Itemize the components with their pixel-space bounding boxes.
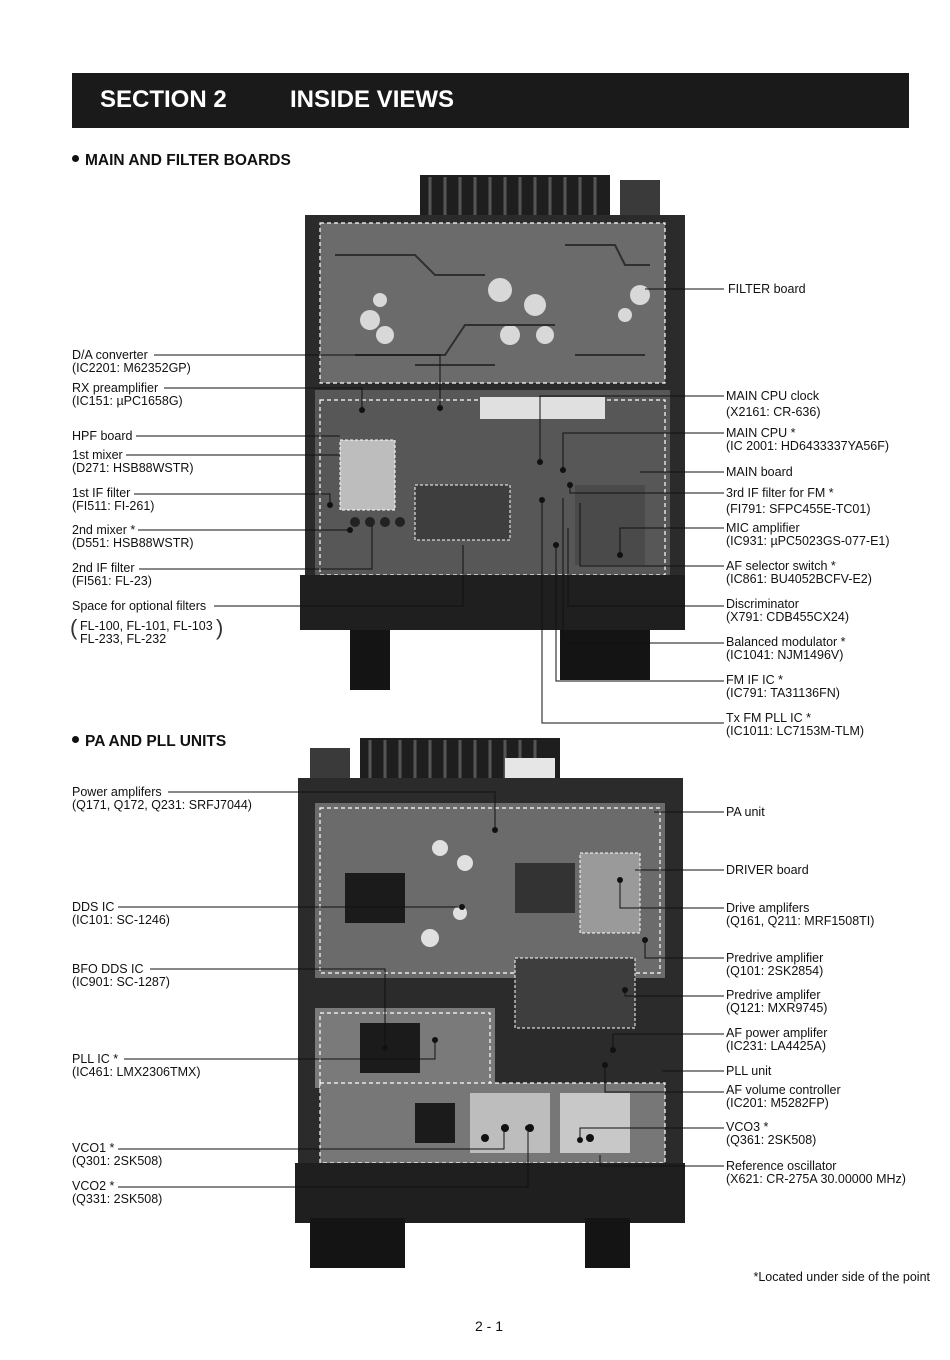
hpf-board-label: HPF board: [72, 429, 133, 443]
second-mixer-label: 2nd mixer *(D551: HSB88WSTR): [72, 523, 194, 550]
section-title: INSIDE VIEWS: [290, 86, 455, 113]
discriminator-label: Discriminator(X791: CDB455CX24): [726, 597, 849, 624]
drive-amplifiers-label: Drive amplifers(Q161, Q211: MRF1508TI): [726, 901, 875, 928]
page-number: 2 - 1: [475, 1318, 504, 1334]
main-filter-heading: MAIN AND FILTER BOARDS: [72, 152, 291, 170]
balanced-modulator-label: Balanced modulator *(IC1041: NJM1496V): [726, 635, 846, 662]
power-amplifiers-label: Power amplifers(Q171, Q172, Q231: SRFJ70…: [72, 785, 252, 812]
first-mixer-label: 1st mixer(D271: HSB88WSTR): [72, 448, 194, 475]
third-if-filter-label: 3rd IF filter for FM *(FI791: SFPC455E-T…: [726, 486, 871, 516]
reference-osc-label: Reference oscillator(X621: CR-275A 30.00…: [726, 1159, 906, 1186]
da-converter-label: D/A converter(IC2201: M62352GP): [72, 348, 191, 375]
main-cpu-label: MAIN CPU *(IC 2001: HD6433337YA56F): [726, 426, 890, 453]
af-power-amp-label: AF power amplifer(IC231: LA4425A): [726, 1026, 828, 1053]
driver-board-label: DRIVER board: [726, 863, 809, 877]
predrive-q121-label: Predrive amplifer(Q121: MXR9745): [726, 988, 828, 1015]
pll-unit-label: PLL unit: [726, 1064, 772, 1078]
dds-ic-label: DDS IC(IC101: SC-1246): [72, 900, 170, 927]
second-if-filter-label: 2nd IF filter(FI561: FL-23): [72, 561, 152, 588]
section-number: SECTION 2: [100, 86, 227, 113]
vco2-label: VCO2 *(Q331: 2SK508): [72, 1179, 163, 1206]
fm-if-ic-label: FM IF IC *(IC791: TA31136FN): [726, 673, 840, 700]
mic-amplifier-label: MIC amplifier(IC931: µPC5023GS-077-E1): [726, 521, 890, 548]
first-if-filter-label: 1st IF filter(FI511: FI-261): [72, 486, 155, 513]
main-cpu-clock-label: MAIN CPU clock(X2161: CR-636): [726, 389, 821, 419]
predrive-q101-label: Predrive amplifier(Q101: 2SK2854): [726, 951, 824, 978]
af-volume-label: AF volume controller(IC201: M5282FP): [726, 1083, 841, 1110]
footnote: *Located under side of the point: [753, 1270, 930, 1284]
main-filter-board-photo: [300, 175, 685, 690]
optional-filters-label: Space for optional filters: [72, 599, 207, 613]
pll-ic-label: PLL IC *(IC461: LMX2306TMX): [72, 1052, 201, 1079]
rx-preamp-label: RX preamplifier(IC151: µPC1658G): [72, 381, 183, 408]
vco1-label: VCO1 *(Q301: 2SK508): [72, 1141, 163, 1168]
right-brace: ): [216, 615, 224, 640]
vco3-label: VCO3 *(Q361: 2SK508): [726, 1120, 817, 1147]
bullet-icon: [72, 736, 79, 743]
filter-board-label: FILTER board: [728, 282, 806, 296]
main-board-label: MAIN board: [726, 465, 793, 479]
pa-pll-heading: PA AND PLL UNITS: [72, 733, 226, 751]
af-selector-label: AF selector switch *(IC861: BU4052BCFV-E…: [726, 559, 872, 586]
pa-unit-label: PA unit: [726, 805, 765, 819]
section-header: SECTION 2 INSIDE VIEWS: [72, 73, 909, 128]
tx-fm-pll-label: Tx FM PLL IC *(IC1011: LC7153M-TLM): [726, 711, 865, 738]
bullet-icon: [72, 155, 79, 162]
bfo-dds-ic-label: BFO DDS IC(IC901: SC-1287): [72, 962, 170, 989]
left-brace: (: [70, 615, 78, 640]
